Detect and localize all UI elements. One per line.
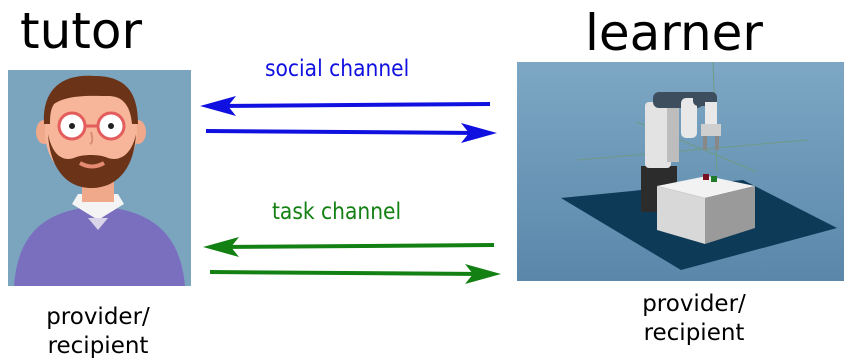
tutor-role: provider/ recipient <box>8 303 188 361</box>
task-arrow-to-tutor-head <box>203 237 239 257</box>
learner-role: provider/ recipient <box>604 290 784 348</box>
tutor-role-line2: recipient <box>47 333 149 359</box>
tutor-title: tutor <box>20 2 143 60</box>
social-arrow-to-tutor-line <box>215 102 491 108</box>
social-arrow-to-tutor-head <box>200 96 236 116</box>
learner-role-line2: recipient <box>643 320 745 346</box>
tutor-role-line1: provider/ <box>46 304 150 330</box>
tutor-avatar-illustration <box>8 70 191 286</box>
learner-role-line1: provider/ <box>642 291 746 317</box>
tutor-avatar <box>8 70 191 286</box>
task-channel-label: task channel <box>272 199 402 225</box>
robot-arm-illustration <box>517 62 844 281</box>
task-arrow-to-learner-line <box>209 270 485 276</box>
learner-title: learner <box>585 4 763 62</box>
social-arrow-to-learner-head <box>461 123 497 143</box>
learner-robot-scene <box>517 62 844 281</box>
social-channel-label: social channel <box>265 56 410 82</box>
social-arrow-to-learner-line <box>205 129 481 135</box>
task-arrow-to-tutor-line <box>219 243 495 249</box>
task-arrow-to-learner-head <box>465 264 501 284</box>
